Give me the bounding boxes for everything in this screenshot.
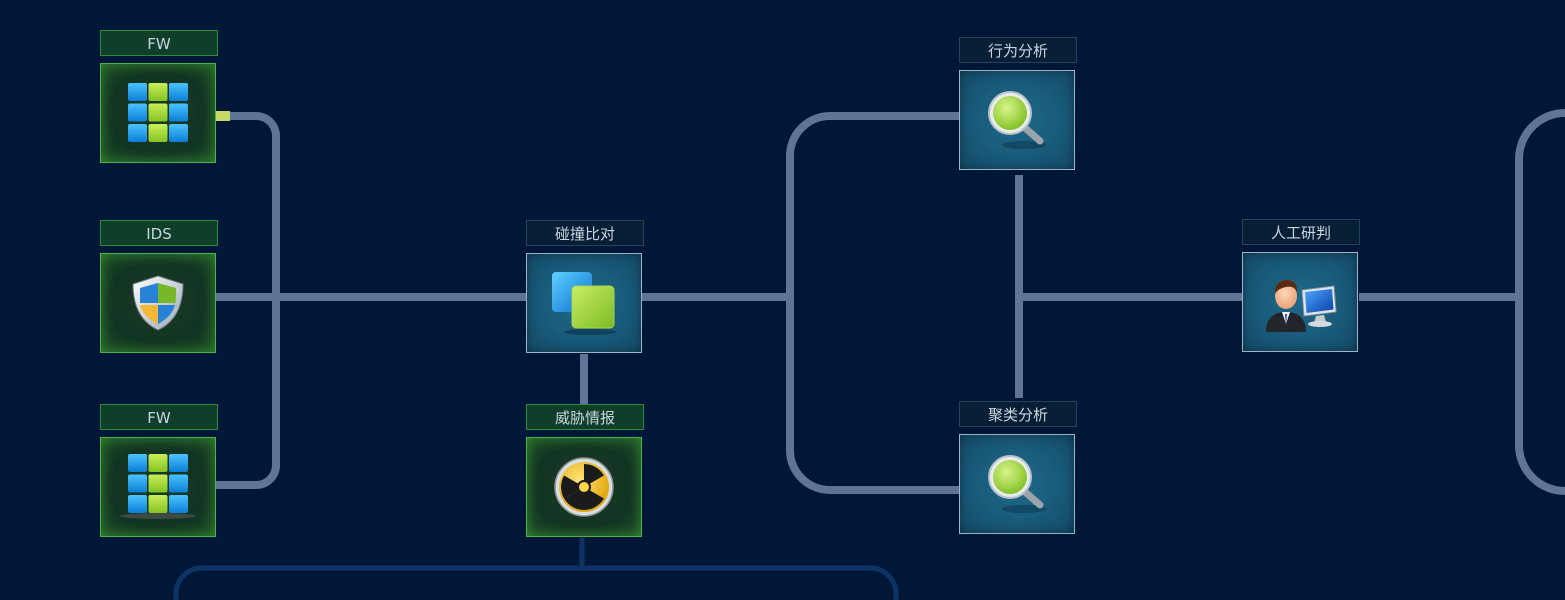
- node-behavior-analysis[interactable]: 行为分析: [959, 37, 1077, 170]
- analyst-computer-icon: [1266, 280, 1337, 332]
- node-clustering-analysis[interactable]: 聚类分析: [959, 401, 1077, 534]
- connector-glow: [216, 111, 230, 121]
- overlapping-squares-icon: [552, 272, 616, 335]
- magnifier-icon: [988, 455, 1046, 513]
- node-tile[interactable]: [1242, 252, 1358, 352]
- node-label: 威胁情报: [526, 404, 644, 430]
- node-tile[interactable]: [526, 253, 642, 353]
- node-tile[interactable]: [959, 434, 1075, 534]
- node-label: IDS: [100, 220, 218, 246]
- node-collision[interactable]: 碰撞比对: [526, 220, 644, 353]
- node-ids[interactable]: IDS: [100, 220, 218, 353]
- node-tile[interactable]: [959, 70, 1075, 170]
- node-label: 聚类分析: [959, 401, 1077, 427]
- node-label: 行为分析: [959, 37, 1077, 63]
- connector-bottom-bracket: [173, 565, 899, 600]
- node-label: FW: [100, 30, 218, 56]
- node-label: 碰撞比对: [526, 220, 644, 246]
- node-tile[interactable]: [100, 253, 216, 353]
- node-tile[interactable]: [526, 437, 642, 537]
- magnifier-icon: [988, 91, 1046, 149]
- node-label: FW: [100, 404, 218, 430]
- node-threat-intel[interactable]: 威胁情报: [526, 404, 644, 537]
- node-fw-top[interactable]: FW: [100, 30, 218, 163]
- firewall-grid-icon: [120, 454, 196, 519]
- radiation-icon: [554, 457, 614, 517]
- node-fw-bottom[interactable]: FW: [100, 404, 218, 537]
- node-label: 人工研判: [1242, 219, 1360, 245]
- connector-right-bracket: [1515, 109, 1565, 495]
- connector-analysis-bracket: [786, 112, 959, 494]
- node-tile[interactable]: [100, 437, 216, 537]
- node-tile[interactable]: [100, 63, 216, 163]
- shield-icon: [132, 275, 184, 331]
- firewall-grid-icon: [128, 83, 188, 142]
- node-manual-review[interactable]: 人工研判: [1242, 219, 1360, 352]
